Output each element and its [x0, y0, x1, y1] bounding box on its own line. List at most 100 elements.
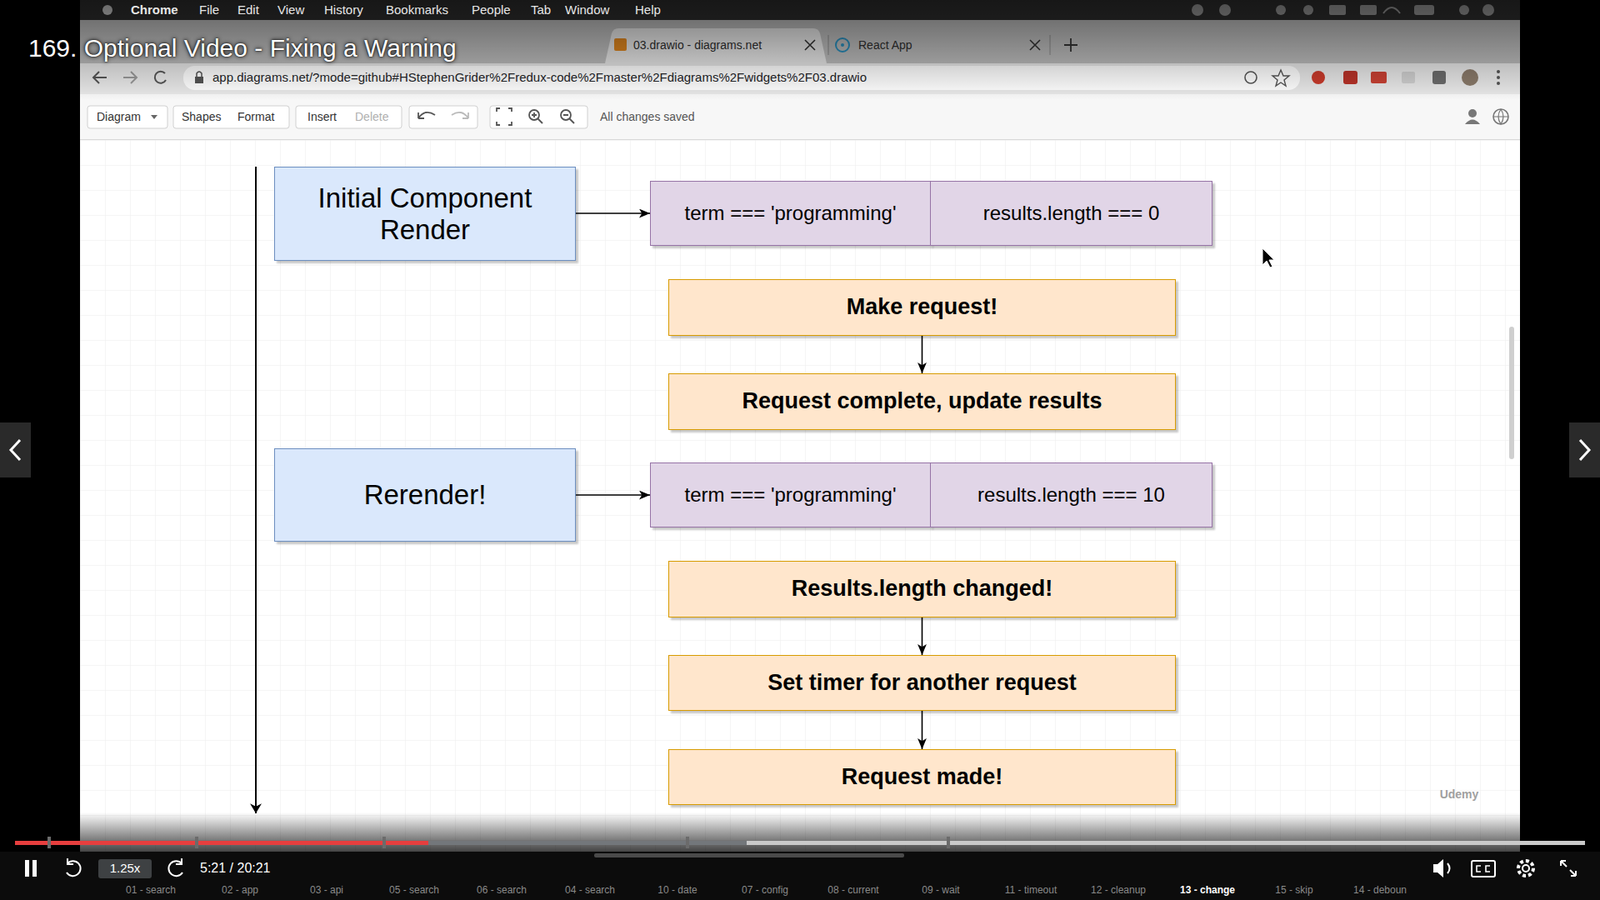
state-cell: term === 'programming'	[650, 462, 931, 528]
captions-icon	[1476, 865, 1490, 872]
chapter-label: 03 - api	[310, 884, 344, 896]
next-button	[1569, 422, 1600, 478]
chapter-tick	[946, 836, 950, 849]
user-icon	[1468, 109, 1477, 118]
chapter-label: 04 - search	[565, 884, 615, 896]
video-title: 169. Optional Video - Fixing a Warning	[28, 33, 457, 64]
component-box: Rerender!	[274, 448, 576, 542]
chapter-ticks	[47, 836, 950, 849]
dropdown-caret	[150, 115, 158, 120]
user-icon	[1465, 120, 1480, 125]
captions-icon	[1471, 860, 1495, 877]
canvas-grid	[80, 140, 1520, 852]
speed-button: 1.25x	[110, 860, 141, 876]
undo-icon	[418, 112, 435, 119]
menu-item: Window	[565, 2, 610, 18]
zoom-out-icon	[563, 115, 575, 124]
toolbar-button: Delete	[355, 110, 389, 125]
box-label: Make request!	[846, 294, 999, 320]
save-status: All changes saved	[600, 110, 695, 125]
menu-item: Chrome	[130, 2, 179, 18]
chapter-label: 09 - wait	[921, 884, 960, 896]
editor-toolbar	[80, 94, 1520, 140]
chapter-tick	[195, 836, 199, 849]
state-cell: results.length === 0	[930, 180, 1213, 246]
menu-item: Edit	[237, 2, 260, 18]
flow-arrow	[921, 617, 924, 655]
menu-item: History	[324, 2, 364, 18]
chapter-label: 06 - search	[476, 884, 527, 896]
toolbar-button: Shapes	[181, 110, 221, 125]
redo-icon	[451, 112, 469, 119]
horizontal-scrollbar	[594, 853, 905, 858]
language-icon	[1493, 109, 1509, 125]
toolbar-button: Diagram	[96, 110, 141, 125]
box-label: Set timer for another request	[767, 670, 1077, 696]
chapter-label: 08 - current	[827, 884, 879, 896]
chapter-tick	[685, 836, 690, 849]
chapter-label: 11 - timeout	[1005, 884, 1057, 896]
progress-played	[15, 840, 429, 845]
toolbar-button	[490, 105, 588, 129]
flow-arrow	[575, 494, 650, 496]
toolbar-button	[295, 105, 402, 129]
controls-shade	[0, 812, 1600, 853]
chapter-label: 07 - config	[741, 884, 789, 896]
flow-arrow	[921, 710, 924, 750]
time-display: 5:21 / 20:21	[200, 860, 271, 876]
step-box: Request made!	[668, 749, 1176, 805]
mouse-cursor	[1262, 248, 1275, 268]
toolbar-button	[173, 105, 290, 129]
diagram-canvas	[80, 140, 1520, 852]
box-label: Request made!	[841, 764, 1004, 790]
toolbar-button: Format	[237, 110, 275, 125]
box-label: Rerender!	[364, 479, 487, 511]
next-chevron	[1580, 440, 1590, 460]
watermark: Udemy	[1440, 787, 1480, 802]
flow-arrow	[921, 335, 924, 374]
control-bar	[0, 851, 1600, 900]
step-box: Set timer for another request	[668, 655, 1176, 711]
box-label: Results.length changed!	[791, 575, 1054, 602]
box-label: results.length === 10	[977, 483, 1165, 507]
progress-buffered	[15, 840, 747, 845]
menu-item: People	[471, 2, 511, 18]
state-cell: results.length === 10	[930, 462, 1213, 528]
chapter-label: 02 - app	[221, 884, 259, 896]
menu-item: View	[277, 2, 305, 18]
component-box: Initial Component Render	[274, 166, 576, 261]
toolbar-button	[409, 105, 478, 129]
forward-icon	[168, 858, 183, 876]
previous-chevron	[10, 440, 20, 460]
title-shade	[0, 0, 1600, 100]
toolbar-border	[80, 139, 1520, 140]
tab-title: 03.drawio - diagrams.net	[633, 38, 762, 53]
flow-arrow	[575, 212, 650, 215]
zoom-in-icon	[531, 112, 543, 124]
menu-item: Bookmarks	[385, 2, 449, 18]
settings-icon	[1518, 860, 1534, 876]
url-text: app.diagrams.net/?mode=github#HStephenGr…	[212, 70, 867, 85]
volume-icon	[1433, 859, 1444, 878]
chapter-label: 12 - cleanup	[1090, 884, 1146, 896]
step-box: Results.length changed!	[668, 560, 1176, 618]
box-label: term === 'programming'	[685, 201, 897, 225]
box-label: Initial Component Render	[286, 182, 564, 246]
previous-button	[0, 422, 31, 478]
fullscreen-icon	[1560, 860, 1576, 876]
fit-icon	[496, 108, 512, 125]
step-box: Request complete, update results	[668, 373, 1176, 430]
step-box: Make request!	[668, 279, 1176, 336]
pause-icon	[25, 860, 30, 877]
toolbar-button	[87, 105, 168, 129]
menu-item: Help	[635, 2, 661, 18]
chapter-label: 10 - date	[657, 884, 697, 896]
pause-icon	[32, 860, 37, 877]
chapter-label: 14 - deboun	[1353, 884, 1407, 896]
box-label: results.length === 0	[983, 201, 1160, 225]
chapter-label: 13 - change	[1180, 884, 1235, 896]
speed-button-box	[98, 859, 152, 879]
chapter-tick	[47, 836, 51, 849]
